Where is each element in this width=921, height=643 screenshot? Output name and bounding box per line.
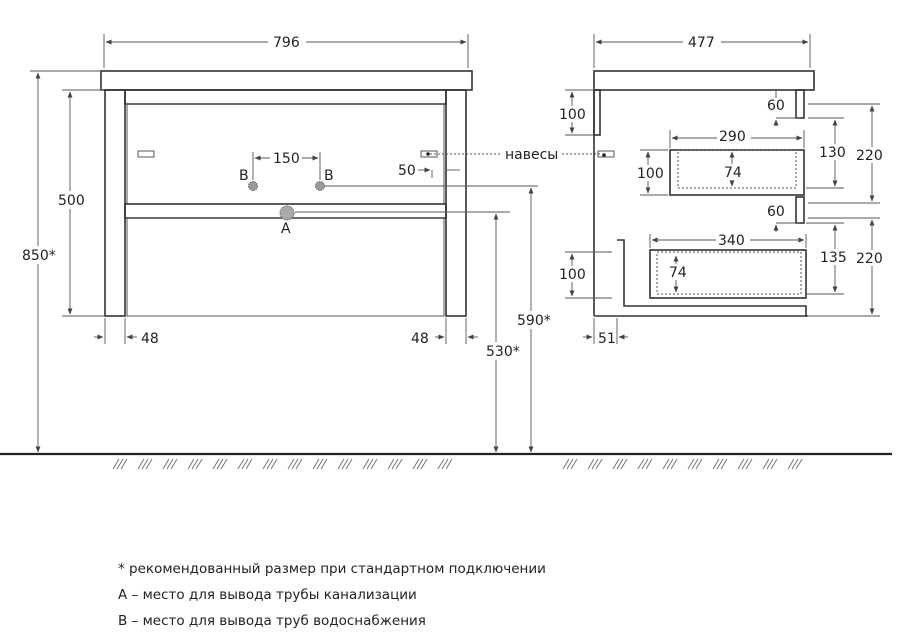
side-upper-drawer-front bbox=[795, 89, 805, 119]
side-upper-drawer-box bbox=[669, 149, 805, 196]
side-lower-drawer-box bbox=[617, 239, 807, 316]
side-top-rear-strip bbox=[593, 89, 601, 136]
front-left-side-panel bbox=[104, 89, 126, 317]
middle-gap-label: 60 bbox=[767, 204, 785, 220]
top-panel-label: 100 bbox=[559, 107, 586, 123]
legend-notes: * рекомендованный размер при стандартном… bbox=[118, 559, 546, 637]
upper-drawer-height-label: 130 bbox=[819, 145, 846, 161]
front-view: B B A 796 850* 500 150 50 bbox=[20, 33, 556, 453]
front-right-side-panel bbox=[445, 89, 467, 317]
side-left-label: 48 bbox=[141, 331, 159, 347]
floor-hatching-left bbox=[112, 458, 453, 470]
upper-zone-label: 220 bbox=[856, 148, 883, 164]
bottom-front-label: 100 bbox=[559, 267, 586, 283]
pipe-spacing-label: 150 bbox=[273, 151, 300, 167]
water-height-label: 590* bbox=[517, 313, 551, 329]
upper-drawer-inner-label: 74 bbox=[724, 165, 742, 181]
depth-label: 477 bbox=[688, 35, 715, 51]
note-recommended: * рекомендованный размер при стандартном… bbox=[118, 561, 546, 577]
side-hanger bbox=[597, 150, 615, 158]
lower-drawer-height-label: 135 bbox=[820, 250, 847, 266]
bottom-offset-label: 51 bbox=[598, 331, 616, 347]
upper-drawer-front-label: 100 bbox=[637, 166, 664, 182]
water-pipe-left bbox=[248, 181, 258, 191]
side-right-label: 48 bbox=[411, 331, 429, 347]
lower-drawer-inner-label: 74 bbox=[669, 265, 687, 281]
side-view: 477 100 60 290 100 74 130 bbox=[556, 33, 889, 347]
lower-zone-label: 220 bbox=[856, 251, 883, 267]
body-height-label: 500 bbox=[58, 193, 85, 209]
note-point-a: А – место для вывода трубы канализации bbox=[118, 587, 417, 603]
front-width-label: 796 bbox=[273, 35, 300, 51]
total-height-label: 850* bbox=[22, 248, 56, 264]
front-upper-rail bbox=[124, 89, 447, 105]
drain-pipe bbox=[279, 205, 295, 221]
hanger-offset-label: 50 bbox=[398, 163, 416, 179]
front-countertop bbox=[100, 70, 473, 91]
left-hanger bbox=[137, 150, 155, 158]
hangers-label: навесы bbox=[505, 147, 558, 163]
drain-height-label: 530* bbox=[486, 344, 520, 360]
point-a-label: A bbox=[281, 221, 291, 237]
point-b-left-label: B bbox=[239, 168, 249, 184]
side-middle-drawer-front bbox=[795, 196, 805, 224]
side-countertop bbox=[593, 70, 815, 91]
floor-hatching-right bbox=[562, 458, 803, 470]
lower-drawer-depth-label: 340 bbox=[718, 233, 745, 249]
note-point-b: В – место для вывода труб водоснабжения bbox=[118, 613, 426, 629]
upper-drawer-depth-label: 290 bbox=[719, 129, 746, 145]
right-hanger bbox=[420, 150, 438, 158]
top-gap-label: 60 bbox=[767, 98, 785, 114]
point-b-right-label: B bbox=[324, 168, 334, 184]
